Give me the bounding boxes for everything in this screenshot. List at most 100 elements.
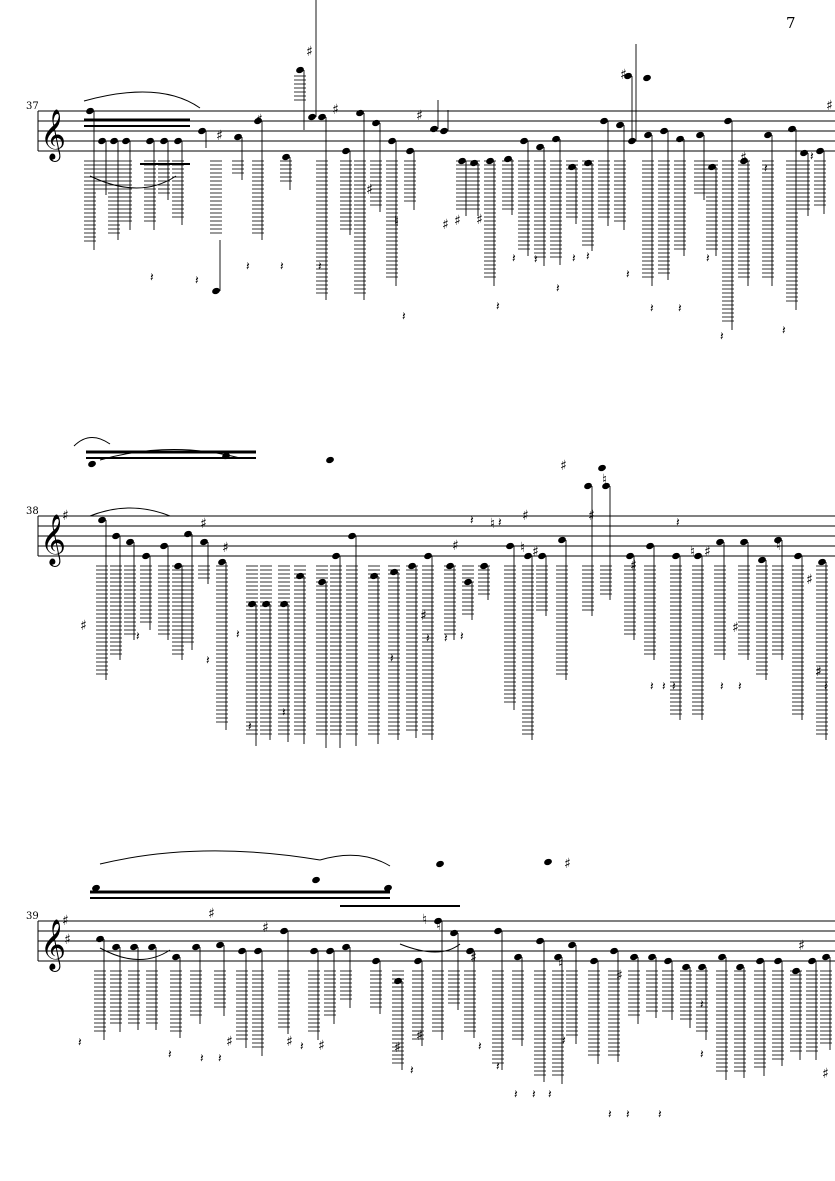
sharp-accidental: ♯ [620,67,627,83]
notehead [648,953,656,961]
rest-symbol: 𝄽 [626,267,630,281]
notehead [694,552,702,560]
notehead [310,947,318,955]
measure-number-38: 38 [26,506,39,517]
sharp-accidental: ♯ [318,1038,325,1054]
rest-symbol: 𝄽 [626,1107,630,1121]
notehead [816,147,824,155]
sharp-accidental: ♯ [564,856,571,872]
slur [73,437,111,447]
notehead [326,456,334,464]
notehead [146,137,154,145]
notehead [342,943,350,951]
sharp-accidental: ♯ [222,540,229,556]
notehead [590,957,598,965]
rest-symbol: 𝄽 [534,252,538,266]
rest-symbol: 𝄽 [282,705,286,719]
notehead [774,536,782,544]
sharp-accidental: ♯ [822,1066,829,1082]
rest-symbol: 𝄽 [236,627,240,641]
notehead [450,929,458,937]
notehead [740,538,748,546]
treble-clef: 𝄞 [40,919,66,972]
rest-symbol: 𝄽 [195,273,199,287]
rest-symbol: 𝄽 [676,515,680,529]
notehead [390,568,398,576]
notehead [218,558,226,566]
notehead [504,155,512,163]
notehead [698,963,706,971]
sharp-accidental: ♯ [208,906,215,922]
notehead [598,464,606,472]
sharp-accidental: ♯ [452,538,459,554]
notehead [602,482,610,490]
notehead [86,107,94,115]
rest-symbol: 𝄽 [810,149,814,163]
sharp-accidental: ♯ [256,112,263,128]
rest-symbol: 𝄽 [514,1087,518,1101]
notehead [643,74,651,82]
notehead [262,600,270,608]
notehead [660,127,668,135]
natural-accidental: ♮ [490,516,495,532]
notehead [318,113,326,121]
notehead [370,572,378,580]
rest-symbol: 𝄽 [700,997,704,1011]
sharp-accidental: ♯ [740,150,747,166]
sharp-accidental: ♯ [806,572,813,588]
notehead [248,600,256,608]
notehead [356,109,364,117]
rest-symbol: 𝄽 [444,631,448,645]
notehead [96,935,104,943]
notehead [122,137,130,145]
sharp-accidental: ♯ [262,920,269,936]
rest-symbol: 𝄽 [662,679,666,693]
sharp-accidental: ♯ [366,182,373,198]
rest-symbol: 𝄽 [460,629,464,643]
sharp-accidental: ♯ [200,516,207,532]
rest-symbol: 𝄽 [426,631,430,645]
slur [399,943,461,953]
notehead [628,137,636,145]
notehead [554,953,562,961]
notehead [372,119,380,127]
notehead [440,127,448,135]
rest-symbol: 𝄽 [410,1063,414,1077]
notehead [184,530,192,538]
notehead [234,133,242,141]
rest-symbol: 𝄽 [572,251,576,265]
notehead [430,125,438,133]
notehead [558,536,566,544]
notehead [160,542,168,550]
tie [99,449,241,461]
notehead [112,943,120,951]
notehead [88,460,96,468]
tie [319,854,391,867]
natural-accidental: ♮ [394,214,399,230]
notehead [774,957,782,965]
notehead [520,137,528,145]
sharp-accidental: ♯ [476,212,483,228]
natural-accidental: ♮ [690,544,695,560]
sharp-accidental: ♯ [470,950,477,966]
notehead [126,538,134,546]
rest-symbol: 𝄽 [496,1059,500,1073]
notehead [800,149,808,157]
notehead [552,135,560,143]
sharp-accidental: ♯ [532,544,539,560]
notehead [436,860,444,868]
notehead [312,876,320,884]
notehead [296,572,304,580]
natural-accidental: ♮ [520,540,525,556]
rest-symbol: 𝄽 [586,249,590,263]
rest-symbol: 𝄽 [168,1047,172,1061]
notehead [630,953,638,961]
notehead [98,137,106,145]
rest-symbol: 𝄽 [700,1047,704,1061]
rest-symbol: 𝄽 [318,259,322,273]
slur [99,947,171,960]
rest-symbol: 𝄽 [280,259,284,273]
rest-symbol: 𝄽 [738,679,742,693]
notehead [568,941,576,949]
